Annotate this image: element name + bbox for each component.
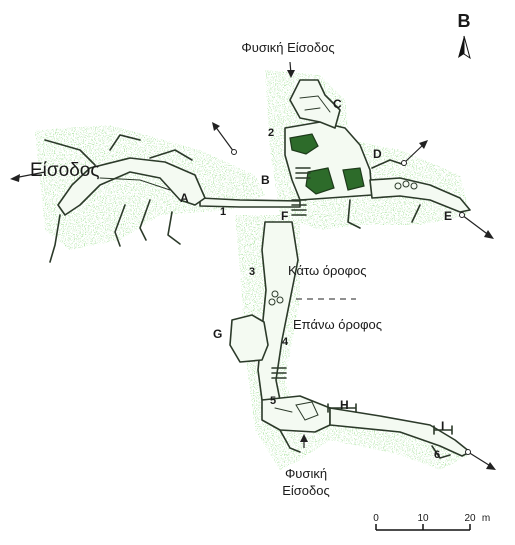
rock-d3 [410, 182, 418, 190]
ne-station [401, 160, 407, 166]
label-natural-entrance-bottom-2: Είσοδος [282, 483, 330, 498]
branch-a7 [44, 139, 96, 166]
boulder-3 [342, 167, 365, 191]
section-letter-d: D [373, 147, 382, 161]
section-number-3: 3 [249, 266, 255, 278]
ne-arrowhead [419, 140, 428, 149]
gallery-1 [199, 197, 301, 208]
label-upper-floor: Επάνω όροφος [293, 317, 382, 332]
passage-a [57, 157, 206, 216]
se-arrow-line [467, 451, 493, 468]
south-contour [295, 401, 319, 421]
branch-a6 [149, 149, 193, 161]
e-arrow-line [461, 214, 491, 237]
cave-passages [44, 79, 471, 459]
section-number-5: 5 [270, 395, 276, 407]
nw-arrow-line [214, 125, 235, 153]
rock-3a [271, 290, 279, 298]
south-exit-passage [279, 429, 301, 453]
north-arrow-right-half [463, 35, 471, 60]
north-letter: B [458, 11, 471, 31]
scale-unit: m [482, 513, 490, 524]
section-letter-e: E [444, 209, 452, 223]
section-letter-h: H [340, 398, 349, 412]
section-letter-f: F [281, 209, 288, 223]
branch-a1 [49, 214, 61, 263]
section-number-6: 6 [434, 449, 440, 461]
section-letters: A B C D E F G H I [180, 97, 452, 433]
section-letter-a: A [180, 191, 189, 205]
scale-label-20: 20 [464, 513, 476, 524]
branch-d1 [371, 159, 406, 169]
stairs-4 [271, 367, 287, 379]
section-letter-i: I [441, 419, 444, 433]
chamber-5-contour [274, 407, 293, 413]
section-numbers: 1 2 3 4 5 6 [220, 127, 440, 461]
north-arrow: B [458, 11, 471, 60]
scale-bar: 0 10 20 m [373, 513, 490, 531]
branch-a4 [167, 211, 181, 245]
chamber-g [229, 314, 269, 363]
se-station [465, 449, 471, 455]
scale-label-0: 0 [373, 513, 379, 524]
rock-3c [268, 298, 276, 306]
north-arrow-left-half [458, 36, 464, 58]
section-number-1: 1 [220, 206, 226, 218]
contour-c1 [299, 95, 331, 113]
stairs-b [295, 167, 311, 179]
contour-a [99, 177, 171, 191]
rock-3b [276, 296, 284, 304]
exit-6 [431, 445, 451, 459]
section-number-2: 2 [268, 127, 274, 139]
branch-e1 [411, 204, 421, 223]
contour-c2 [304, 107, 321, 111]
label-entrance: Είσοδος [30, 160, 100, 181]
e-station [459, 212, 465, 218]
nw-arrowhead [212, 122, 220, 131]
direction-arrows [10, 61, 496, 470]
boulder-1 [289, 133, 319, 155]
label-natural-entrance-bottom-1: Φυσική [285, 466, 327, 481]
section-number-4: 4 [282, 336, 289, 348]
section-letter-b: B [261, 173, 270, 187]
branch-a5 [109, 134, 141, 151]
ne-arrow-line [403, 143, 425, 164]
e-arrowhead [484, 230, 494, 239]
i-bracket [433, 425, 453, 435]
section-letter-c: C [333, 97, 342, 111]
branch-a2 [114, 204, 126, 247]
section-letter-g: G [213, 327, 222, 341]
rock-d2 [402, 180, 410, 188]
label-lower-floor: Κάτω όροφος [288, 263, 367, 278]
passage-c [289, 79, 341, 129]
stairs-f [291, 199, 307, 216]
top-entrance-arrowhead [287, 70, 295, 78]
rock-d1 [394, 182, 402, 190]
label-natural-entrance-top: Φυσική Είσοδος [241, 40, 334, 55]
se-arrowhead [486, 462, 496, 470]
scale-label-10: 10 [417, 513, 429, 524]
boulder-2 [305, 167, 335, 195]
h-bracket [327, 403, 357, 413]
map-labels: Φυσική Είσοδος Είσοδος Κάτω όροφος Επάνω… [30, 40, 382, 498]
branch-e2 [347, 199, 361, 229]
nw-station [231, 149, 237, 155]
branch-a3 [139, 199, 151, 241]
entrance-arrowhead [10, 174, 20, 182]
bottom-entrance-arrowhead [300, 434, 308, 442]
